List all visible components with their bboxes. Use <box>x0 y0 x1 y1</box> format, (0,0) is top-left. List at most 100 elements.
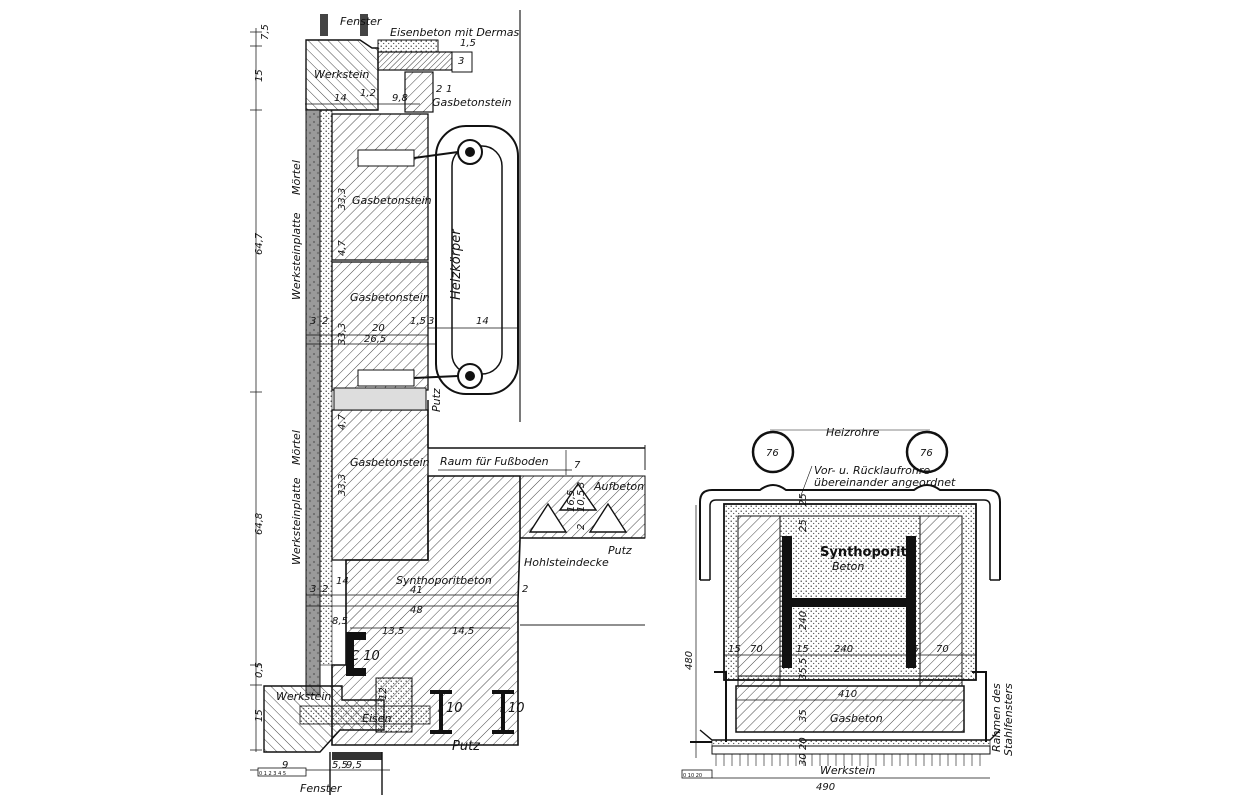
dim-9-5: 9,5 <box>346 760 362 771</box>
label-putz-2: Putz <box>608 544 632 557</box>
label-werkstein-right: Werkstein <box>820 764 875 777</box>
label-rahmen-2: Stahlfensters <box>1002 683 1015 756</box>
dim-3-e: 3 <box>310 584 316 595</box>
dim-15-a: 15 <box>728 644 741 655</box>
label-pipe-left: 76 <box>766 448 779 459</box>
label-synthoporit: Synthoporit- <box>820 545 912 560</box>
dim-2-b: 2 <box>322 316 328 327</box>
dim-1-5-a: 1,5 <box>460 38 476 49</box>
label-raum-fussboden: Raum für Fußboden <box>440 455 549 468</box>
dim-14-a: 14 <box>334 93 347 104</box>
label-gasbetonstein-3: Gasbetonstein <box>350 456 430 469</box>
label-gasbeton: Gasbeton <box>830 712 883 725</box>
dim-25-b: 25 <box>798 519 809 532</box>
dim-8-5: 8,5 <box>332 616 348 627</box>
dim-64-8: 64,8 <box>254 513 265 535</box>
dim-16-5: 16,5 <box>566 490 577 512</box>
dim-0-5: 0,5 <box>254 662 265 678</box>
dim-35: 35 <box>798 709 809 722</box>
label-putz-1: Putz <box>430 388 443 412</box>
dim-35-5: 35,5 <box>798 658 809 680</box>
dim-7-5: 7,5 <box>260 24 271 40</box>
label-vorlauf-1: Vor- u. Rücklaufrohre <box>814 464 930 477</box>
dim-33-3-c: 33,3 <box>337 474 348 496</box>
label-synthoporitbeton: Synthoporitbeton <box>396 574 492 587</box>
label-eisenbeton: Eisenbeton mit Dermas <box>390 26 520 39</box>
dim-5-5: 5,5 <box>332 760 348 771</box>
dim-490: 490 <box>816 782 835 793</box>
dim-10-5: 10,5 <box>576 490 587 512</box>
label-beton: Beton <box>832 560 864 573</box>
dim-3-c: 3 <box>428 316 434 327</box>
dim-64-7: 64,7 <box>254 232 265 255</box>
dim-9: 9 <box>282 760 288 771</box>
right-scale-label: 0 10 20 <box>683 773 702 779</box>
dim-41: 41 <box>410 585 423 596</box>
label-aufbeton: Aufbeton <box>593 480 644 493</box>
dim-70-b: 70 <box>936 644 949 655</box>
label-rahmen-1: Rahmen des <box>990 683 1003 752</box>
left-scale-label: 0 1 2 3 4 5 <box>259 771 286 777</box>
dim-3-d: 3 <box>576 482 587 488</box>
label-heizrohre: Heizrohre <box>826 426 880 439</box>
label-i10-a: I 10 <box>438 701 463 716</box>
dim-7: 7 <box>574 460 581 471</box>
label-moertel-2: Mörtel <box>290 430 303 465</box>
dim-15-c: 15 <box>906 644 919 655</box>
dim-14-5: 14,5 <box>452 626 474 637</box>
dim-1-a: 1 <box>446 84 452 95</box>
dim-33-3-a: 33,3 <box>337 188 348 210</box>
dim-15-bottom: 15 <box>254 709 265 722</box>
label-hohlsteindecke: Hohlsteindecke <box>524 556 609 569</box>
label-c10: C 10 <box>350 649 380 664</box>
dim-14-c: 14 <box>336 576 349 587</box>
label-werkstein-top: Werkstein <box>314 68 369 81</box>
dim-26-5: 26,5 <box>364 334 386 345</box>
label-werkstein-bottom: Werkstein <box>276 690 331 703</box>
label-pipe-right: 76 <box>920 448 933 459</box>
wall-section-drawing: 0 1 2 3 4 5 Fenster Eisenbeton mit Derma… <box>250 10 646 795</box>
dim-3-b: 3 <box>310 316 316 327</box>
dim-1-2: 1,2 <box>360 88 376 99</box>
label-werksteinplatte-2: Werksteinplatte <box>290 477 303 565</box>
dim-15-b: 15 <box>796 644 809 655</box>
dim-15-top: 15 <box>254 69 265 82</box>
dim-20: 20 <box>798 737 809 750</box>
label-putz-3: Putz <box>452 739 481 754</box>
label-fenster-bottom: Fenster <box>300 782 343 795</box>
dim-3-a: 3 <box>458 56 464 67</box>
dim-410: 410 <box>838 689 857 700</box>
label-eisen: Eisen <box>362 712 392 725</box>
dim-9-8: 9,8 <box>392 93 408 104</box>
dim-20: 20 <box>372 323 385 334</box>
dim-240-h: 240 <box>834 644 853 655</box>
dim-12-b: 12 <box>378 687 389 700</box>
dim-33-3-b: 33,3 <box>337 323 348 345</box>
dim-240-v: 240 <box>798 611 809 630</box>
dim-480: 480 <box>684 651 695 670</box>
label-gasbetonstein-1: Gasbetonstein <box>352 194 432 207</box>
column-section-drawing: 0 10 20 Heizrohre 76 76 Vor- u. Rücklauf… <box>681 426 1015 793</box>
label-vorlauf-2: übereinander angeordnet <box>814 476 956 489</box>
dim-2-d: 2 <box>322 584 328 595</box>
dim-2-c: 2 <box>576 524 587 530</box>
dim-25: 25 <box>798 493 809 506</box>
label-gasbetonstein-top: Gasbetonstein <box>432 96 512 109</box>
label-i10-b: I 10 <box>500 701 525 716</box>
dim-13-5: 13,5 <box>382 626 404 637</box>
radiator <box>413 125 519 395</box>
dim-4-7-a: 4,7 <box>337 239 348 256</box>
dim-70-a: 70 <box>750 644 763 655</box>
dim-14-b: 14 <box>476 316 489 327</box>
label-heizkoerper: Heizkörper <box>449 228 464 300</box>
dim-1-5-b: 1,5 <box>410 316 426 327</box>
label-moertel-1: Mörtel <box>290 160 303 195</box>
dim-48: 48 <box>410 605 423 616</box>
dim-30: 30 <box>798 753 809 766</box>
label-gasbetonstein-2: Gasbetonstein <box>350 291 430 304</box>
dim-4-7-b: 4,7 <box>337 413 348 430</box>
label-werksteinplatte-1: Werksteinplatte <box>290 212 303 300</box>
label-fenster-top: Fenster <box>340 15 383 28</box>
dim-2-e: 2 <box>522 584 528 595</box>
